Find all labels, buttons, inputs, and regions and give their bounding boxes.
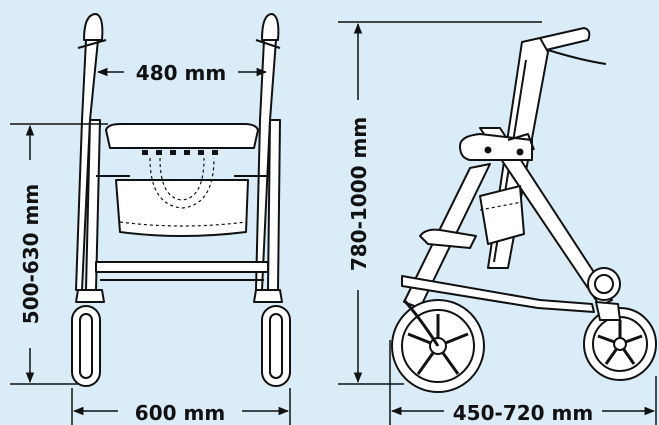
side-handle-grip [539, 27, 591, 51]
seat-height-label: 500-630 mm [19, 184, 43, 324]
handle-height-label: 780-1000 mm [347, 117, 371, 271]
front-seat [105, 123, 259, 149]
front-dimension-lines [10, 67, 291, 425]
side-view-rollator [391, 27, 657, 393]
right-handle [261, 13, 280, 41]
overall-width-label: 600 mm [135, 401, 225, 425]
side-seat [459, 133, 533, 161]
side-dimension-lines [338, 21, 657, 425]
inner-width-label: 480 mm [136, 61, 226, 85]
front-view-rollator [71, 13, 291, 387]
left-handle [83, 13, 104, 41]
depth-label: 450-720 mm [453, 401, 593, 425]
